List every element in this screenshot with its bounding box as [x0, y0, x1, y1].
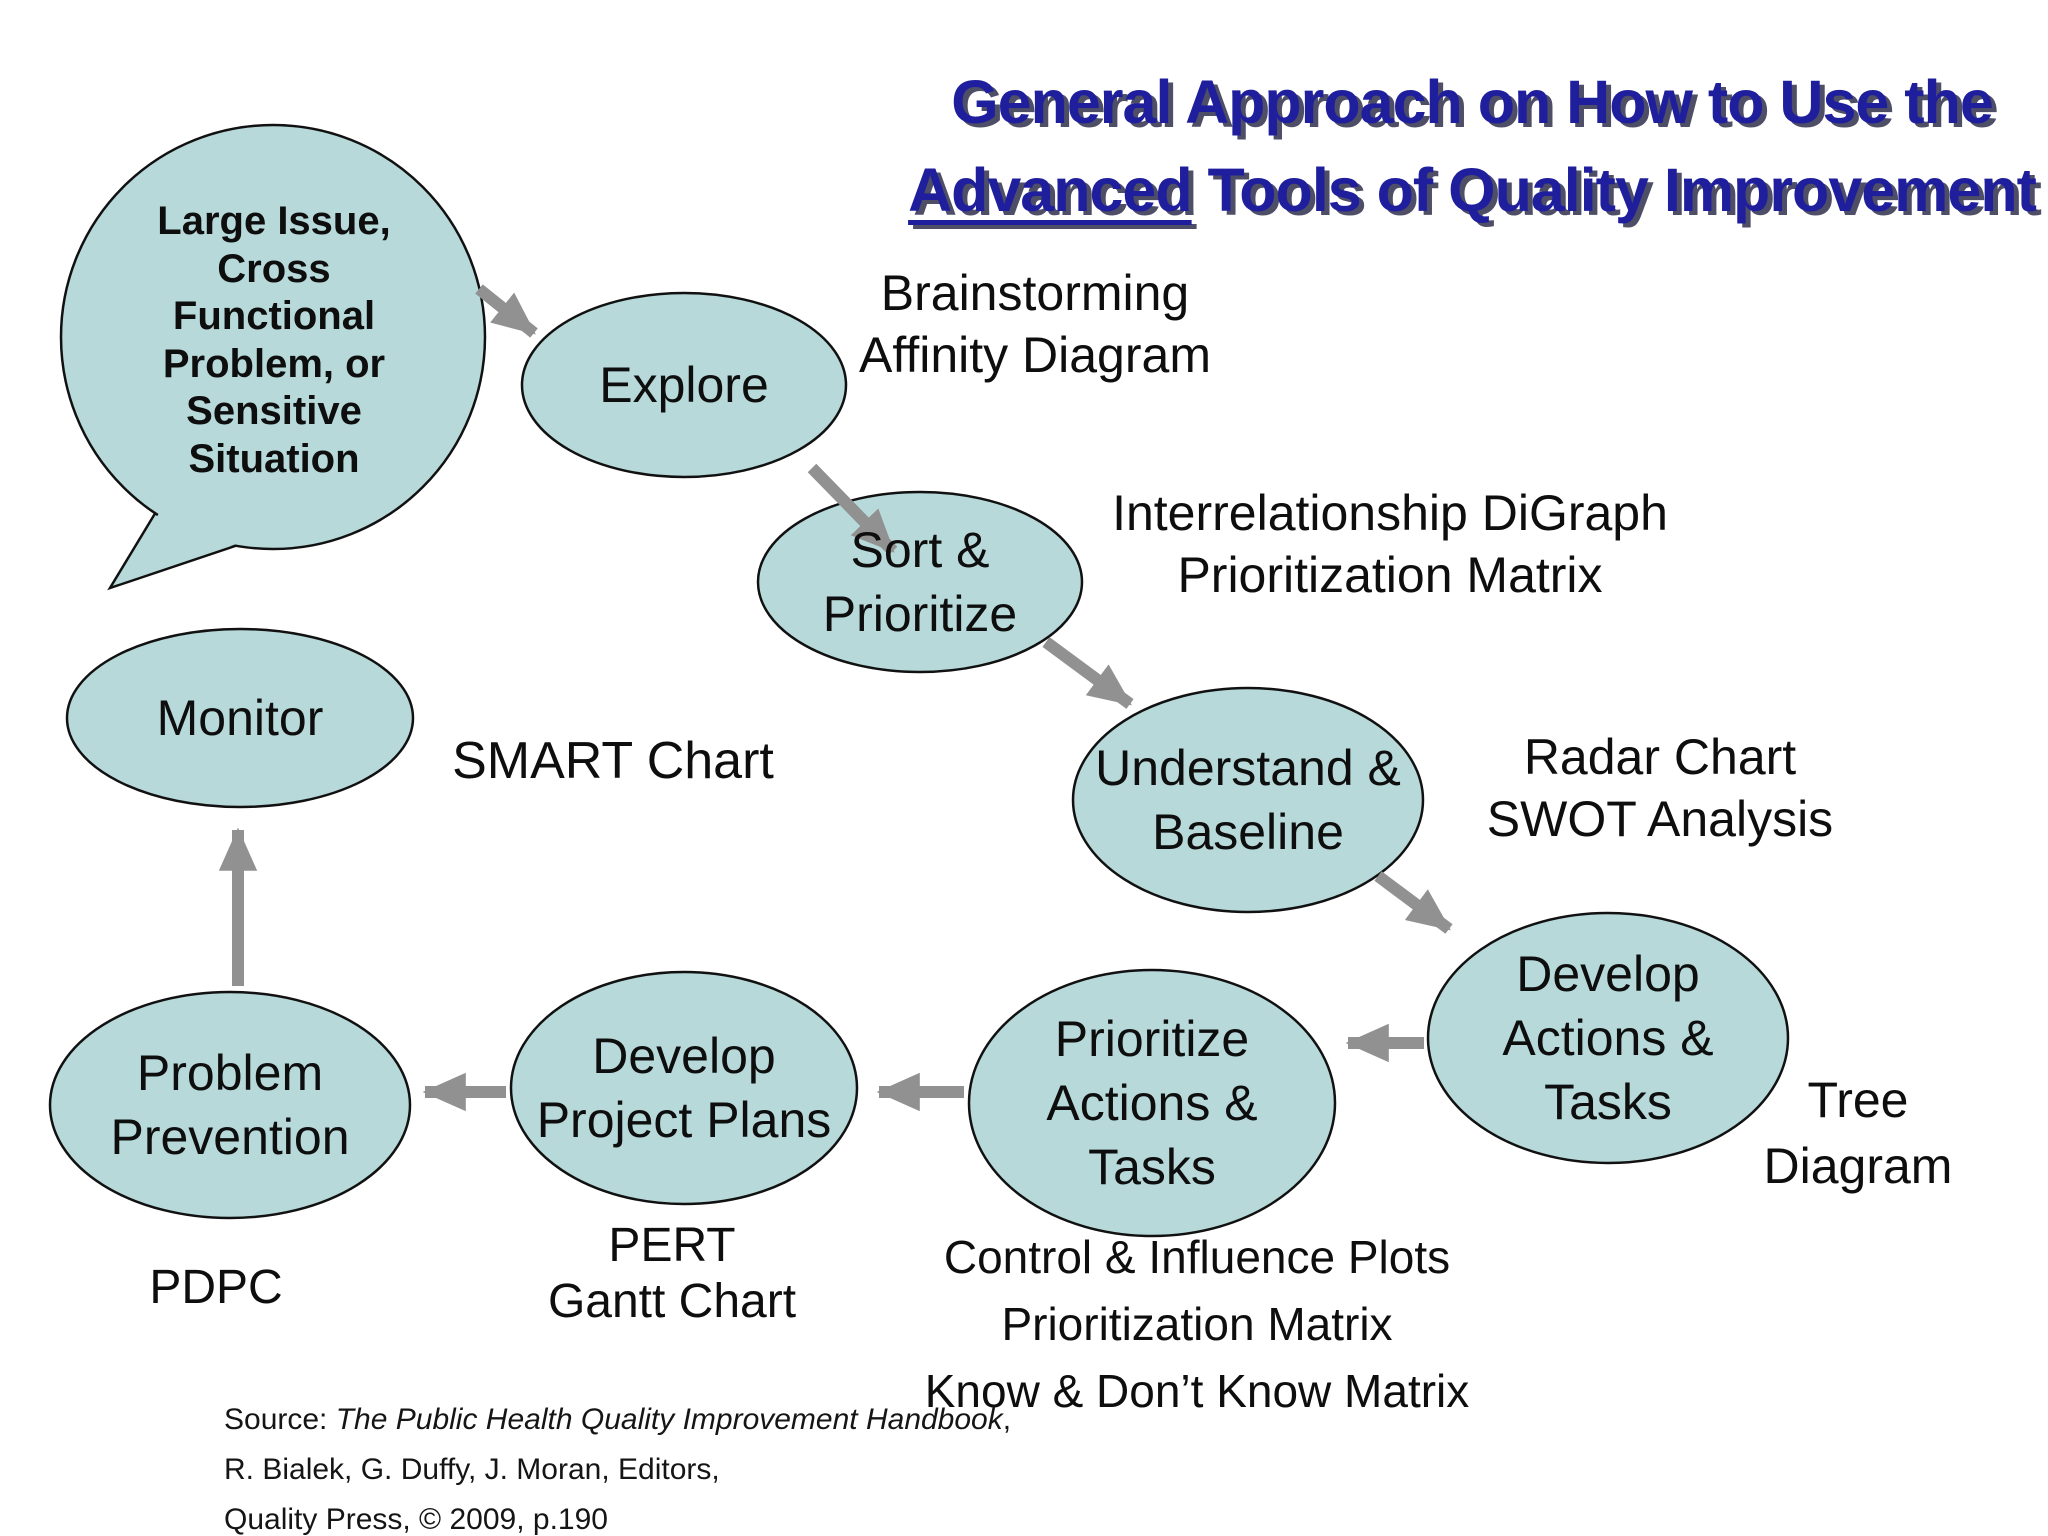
- step-ellipse-problem-prevention: [48, 990, 412, 1220]
- step-label-line: Problem: [136, 1045, 324, 1101]
- start-bubble-line: Problem, or: [162, 341, 386, 386]
- source-prefix: Source:: [224, 1403, 336, 1436]
- step-ellipse-develop-actions-tasks: [1426, 911, 1790, 1165]
- step-ellipse-explore: [520, 291, 848, 479]
- source-citation: Source: The Public Health Quality Improv…: [224, 1395, 1124, 1536]
- tool-name: SMART Chart: [452, 732, 774, 790]
- slide-title-line1: General Approach on How to Use the: [951, 68, 1994, 136]
- step-label-line: Explore: [599, 357, 769, 413]
- step-label-line: Project Plans: [536, 1092, 832, 1148]
- tools-label-problem-prevention: PDPC: [66, 1262, 366, 1314]
- arrow-sort-to-understand: [1042, 637, 1134, 709]
- slide-title-underlined-word: Advanced: [908, 156, 1193, 224]
- tool-name: PDPC: [149, 1261, 283, 1314]
- step-label-sort-prioritize: Sort & Prioritize: [758, 492, 1082, 672]
- step-label-line: Prioritize: [1054, 1011, 1250, 1067]
- tool-name: Control & Influence Plots: [943, 1231, 1451, 1283]
- step-label-line: Sort &: [850, 522, 990, 578]
- source-line3: Quality Press, © 2009, p.190: [224, 1503, 608, 1536]
- source-after-title: ,: [1002, 1403, 1012, 1436]
- source-line1: Source: The Public Health Quality Improv…: [224, 1395, 1124, 1445]
- step-label-problem-prevention: Problem Prevention: [50, 992, 410, 1218]
- step-ellipse-monitor: [65, 627, 415, 809]
- speech-bubble: [59, 123, 487, 551]
- start-bubble-line: Large Issue,: [157, 199, 391, 243]
- step-label-line: Monitor: [156, 690, 324, 746]
- tools-label-develop-actions-tasks: Tree Diagram: [1708, 1067, 2008, 1199]
- source-line2: R. Bialek, G. Duffy, J. Moran, Editors,: [224, 1453, 720, 1486]
- arrow-bubble-to-explore: [475, 284, 538, 338]
- step-label-monitor: Monitor: [67, 629, 413, 807]
- arrow-understand-to-develop-actions: [1374, 871, 1453, 934]
- step-ellipse-develop-project-plans: [509, 970, 859, 1206]
- tools-label-monitor: SMART Chart: [428, 733, 798, 789]
- step-label-line: Prioritize: [822, 586, 1018, 642]
- step-label-understand-baseline: Understand & Baseline: [1073, 688, 1423, 912]
- step-label-line: Actions &: [1502, 1010, 1714, 1066]
- step-label-line: Actions &: [1046, 1075, 1258, 1131]
- step-ellipse-understand-baseline: [1071, 686, 1425, 914]
- tool-name: Diagram: [1763, 1138, 1953, 1194]
- tools-label-understand-baseline: Radar Chart SWOT Analysis: [1410, 726, 1910, 850]
- tools-label-sort-prioritize: Interrelationship DiGraph Prioritization…: [1040, 482, 1740, 606]
- source-book-title: The Public Health Quality Improvement Ha…: [335, 1403, 1003, 1436]
- start-bubble-line: Functional: [172, 294, 376, 338]
- step-label-line: Develop: [592, 1028, 776, 1084]
- tool-name: Prioritization Matrix: [1177, 547, 1603, 603]
- tool-name: Affinity Diagram: [859, 327, 1211, 383]
- step-label-line: Baseline: [1152, 804, 1344, 860]
- tool-name: Radar Chart: [1523, 729, 1797, 785]
- tool-name: Brainstorming: [880, 265, 1190, 321]
- tools-label-develop-project-plans: PERT Gantt Chart: [472, 1218, 872, 1330]
- tool-name: SWOT Analysis: [1486, 791, 1834, 847]
- start-bubble-line: Cross: [217, 246, 331, 291]
- step-ellipse-prioritize-actions-tasks: [967, 968, 1337, 1238]
- slide-title: General Approach on How to Use the Advan…: [872, 58, 2048, 234]
- slide-title-line2: Advanced Tools of Quality Improvement: [872, 146, 2048, 234]
- arrow-explore-to-sort: [807, 463, 898, 556]
- tool-name: Gantt Chart: [547, 1275, 797, 1328]
- tool-name: Know & Don’t Know Matrix: [924, 1365, 1470, 1417]
- step-label-line: Develop: [1516, 946, 1700, 1002]
- step-label-develop-actions-tasks: Develop Actions & Tasks: [1428, 913, 1788, 1163]
- step-label-develop-project-plans: Develop Project Plans: [511, 972, 857, 1204]
- tools-label-prioritize-actions-tasks: Control & Influence Plots Prioritization…: [847, 1224, 1547, 1425]
- tool-name: PERT: [608, 1219, 736, 1272]
- tool-name: Prioritization Matrix: [1001, 1298, 1393, 1350]
- step-label-line: Understand &: [1095, 740, 1401, 796]
- step-label-explore: Explore: [522, 293, 846, 477]
- step-label-line: Tasks: [1088, 1139, 1216, 1195]
- tool-name: Interrelationship DiGraph: [1112, 485, 1668, 541]
- step-label-line: Tasks: [1544, 1074, 1672, 1130]
- slide-title-line2-rest: Tools of Quality Improvement: [1191, 156, 2037, 224]
- tool-name: Tree: [1807, 1072, 1909, 1128]
- start-bubble-label: Large Issue, Cross Functional Problem, o…: [100, 198, 448, 483]
- step-label-prioritize-actions-tasks: Prioritize Actions & Tasks: [969, 970, 1335, 1236]
- tools-label-explore: Brainstorming Affinity Diagram: [735, 262, 1335, 386]
- step-label-line: Prevention: [110, 1109, 350, 1165]
- speech-bubble-tail-join: [118, 494, 260, 584]
- start-bubble-line: Situation: [188, 436, 360, 481]
- step-ellipse-sort-prioritize: [756, 490, 1084, 674]
- start-bubble-line: Sensitive: [186, 389, 362, 433]
